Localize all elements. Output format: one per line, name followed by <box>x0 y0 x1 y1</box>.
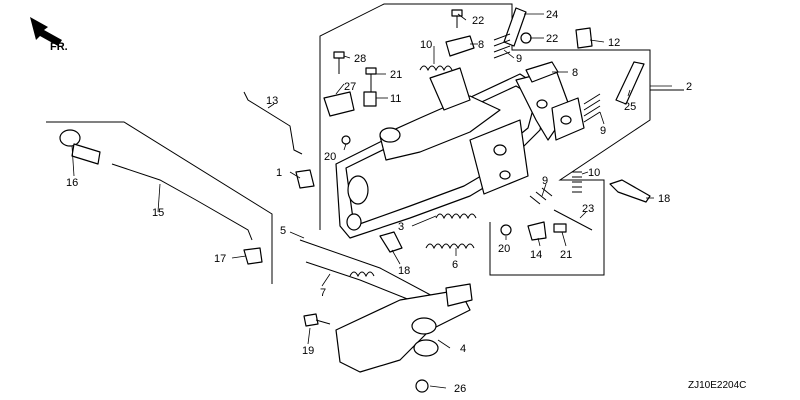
callout-3: 3 <box>398 221 404 233</box>
front-direction-label: FR. <box>50 41 68 53</box>
callout-16: 16 <box>66 177 78 189</box>
callout-19: 19 <box>302 345 314 357</box>
control-plate-frame-lower <box>489 90 651 276</box>
drawing-code: ZJ10E2204C <box>688 380 746 391</box>
callout-18: 18 <box>658 193 670 205</box>
callout-4: 4 <box>460 343 466 355</box>
callout-14: 14 <box>530 249 542 261</box>
callout-10: 10 <box>588 167 600 179</box>
leader-lines <box>71 13 672 389</box>
callout-10: 10 <box>420 39 432 51</box>
callout-27: 27 <box>344 81 356 93</box>
callout-23: 23 <box>582 203 594 215</box>
callout-1: 1 <box>276 167 282 179</box>
callout-6: 6 <box>452 259 458 271</box>
callout-labels: 22 24 22 12 10 8 9 8 2 28 21 27 11 13 25… <box>66 9 692 395</box>
callout-21: 21 <box>390 69 402 81</box>
callout-5: 5 <box>280 225 286 237</box>
callout-28: 28 <box>354 53 366 65</box>
callout-12: 12 <box>608 37 620 49</box>
callout-25: 25 <box>624 101 636 113</box>
callout-13: 13 <box>266 95 278 107</box>
callout-9: 9 <box>600 125 606 137</box>
callout-21: 21 <box>560 249 572 261</box>
callout-15: 15 <box>152 207 164 219</box>
front-direction-indicator: FR. <box>30 17 68 53</box>
callout-9: 9 <box>542 175 548 187</box>
callout-20: 20 <box>498 243 510 255</box>
callout-17: 17 <box>214 253 226 265</box>
callout-18: 18 <box>398 265 410 277</box>
callout-20: 20 <box>324 151 336 163</box>
callout-24: 24 <box>546 9 558 21</box>
callout-26: 26 <box>454 383 466 395</box>
callout-8: 8 <box>572 67 578 79</box>
callout-11: 11 <box>390 93 401 105</box>
hardware <box>59 7 651 393</box>
callout-8: 8 <box>478 39 484 51</box>
control-base-plate <box>335 67 585 239</box>
callout-9: 9 <box>516 53 522 65</box>
callout-22: 22 <box>472 15 484 27</box>
rod-group-frame <box>46 121 273 284</box>
callout-7: 7 <box>320 287 326 299</box>
control-plate-frame <box>319 3 513 230</box>
front-arrow-icon <box>30 17 62 46</box>
callout-22: 22 <box>546 33 558 45</box>
callout-2: 2 <box>686 81 692 93</box>
